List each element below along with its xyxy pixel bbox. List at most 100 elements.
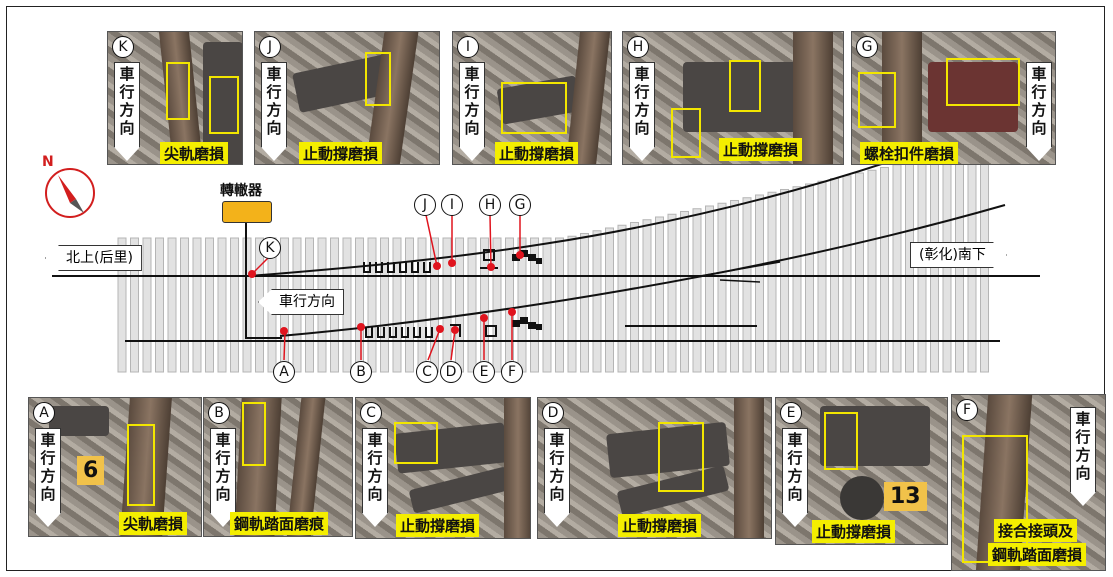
photo-a-letter: A — [33, 402, 55, 424]
sleeper — [805, 183, 814, 373]
sleeper — [730, 199, 739, 373]
photo-h-letter: H — [627, 36, 649, 58]
sleeper — [642, 219, 652, 373]
sleeper — [780, 188, 789, 373]
photo-k-direction: 車行方向 — [114, 62, 140, 161]
switch-machine-box — [222, 201, 272, 223]
photo-k-letter: K — [112, 36, 134, 58]
photo-a-caption: 尖軌磨損 — [119, 512, 188, 535]
photo-k: K 車行方向 尖軌磨損 — [107, 31, 243, 165]
sleeper — [355, 237, 364, 373]
sleeper — [492, 237, 502, 373]
sleeper — [342, 237, 352, 373]
sleeper — [367, 237, 377, 373]
point-label-j: J — [414, 194, 436, 216]
sleeper — [680, 210, 689, 373]
marker-leaders — [251, 214, 521, 361]
photo-b: B 車行方向 鋼軌踏面磨痕 — [203, 397, 353, 537]
frog-line — [699, 261, 781, 283]
sleeper — [605, 227, 614, 373]
photo-d-letter: D — [542, 402, 564, 424]
photo-e-number: 13 — [884, 482, 927, 511]
photo-j-direction: 車行方向 — [261, 62, 287, 161]
sleeper — [792, 186, 802, 373]
sleeper — [117, 237, 127, 373]
point-label-b: B — [350, 361, 372, 383]
point-label-f: F — [501, 361, 523, 383]
photo-h-caption: 止動撐磨損 — [719, 138, 803, 161]
sleeper — [567, 235, 577, 373]
sleeper — [667, 213, 677, 373]
sleeper — [580, 232, 589, 373]
photo-a-number: 6 — [77, 456, 105, 485]
bolt-blocks — [512, 250, 542, 330]
photo-i-letter: I — [457, 36, 479, 58]
photo-c-direction: 車行方向 — [362, 428, 388, 527]
sleeper — [717, 202, 727, 373]
point-label-i: I — [441, 194, 463, 216]
photo-f-caption-line2: 鋼軌踏面磨損 — [988, 543, 1087, 566]
sleeper — [880, 166, 889, 373]
sleeper — [867, 169, 877, 373]
switch-rod — [245, 222, 282, 339]
photo-d-direction: 車行方向 — [544, 428, 570, 527]
photo-e-letter: E — [780, 402, 802, 424]
photo-g-caption: 螺栓扣件磨損 — [860, 142, 959, 164]
photo-j-letter: J — [259, 36, 281, 58]
sleeper — [555, 237, 564, 373]
photo-j-caption: 止動撐磨損 — [299, 142, 383, 164]
sleeper — [592, 230, 602, 373]
north-label: N — [42, 154, 54, 170]
sleeper — [455, 237, 464, 373]
sleeper — [842, 175, 852, 373]
sleeper — [180, 237, 189, 373]
photo-e-direction: 車行方向 — [782, 428, 808, 527]
sleeper — [705, 205, 714, 373]
photo-g: G 車行方向 螺栓扣件磨損 — [851, 31, 1056, 165]
travel-direction-label: 車行方向 — [258, 289, 344, 315]
point-label-k: K — [259, 237, 281, 259]
photo-d: D 車行方向 止動撐磨損 — [537, 397, 772, 539]
sleeper — [192, 237, 202, 373]
photo-h-direction: 車行方向 — [629, 62, 655, 161]
sleeper — [405, 237, 414, 373]
photo-f: F 車行方向 接合接頭及 鋼軌踏面磨損 — [951, 394, 1106, 571]
sleeper — [205, 237, 214, 373]
point-label-c: C — [416, 361, 438, 383]
photo-c: C 車行方向 止動撐磨損 — [355, 397, 531, 539]
photo-e-caption: 止動撐磨損 — [812, 520, 896, 543]
photo-i: I 車行方向 止動撐磨損 — [452, 31, 612, 165]
photo-g-direction: 車行方向 — [1026, 62, 1052, 161]
switch-machine-label: 轉轍器 — [220, 183, 262, 199]
marker-dots — [248, 251, 524, 335]
photo-b-caption: 鋼軌踏面磨痕 — [230, 512, 329, 535]
photo-k-caption: 尖軌磨損 — [160, 142, 229, 164]
sleeper — [630, 221, 639, 373]
diverging-rail-upper — [249, 157, 901, 277]
diverging-rail-lower — [279, 204, 1006, 337]
photo-c-caption: 止動撐磨損 — [396, 514, 480, 537]
photo-f-letter: F — [956, 399, 978, 421]
figure-frame — [6, 6, 1105, 571]
photo-a: A 車行方向 6 尖軌磨損 — [28, 397, 202, 537]
sleeper — [155, 237, 164, 373]
stretcher-lower — [365, 324, 497, 338]
photo-i-caption: 止動撐磨損 — [495, 142, 579, 164]
photo-g-letter: G — [856, 36, 878, 58]
photo-b-direction: 車行方向 — [210, 428, 236, 527]
point-label-a: A — [273, 361, 295, 383]
sleeper — [755, 194, 764, 373]
sleeper — [855, 172, 864, 373]
sleeper — [767, 191, 777, 373]
photo-c-letter: C — [360, 402, 382, 424]
sleeper — [230, 237, 239, 373]
compass-icon — [45, 168, 95, 218]
sleeper — [167, 237, 177, 373]
sleeper — [655, 216, 664, 373]
photo-f-direction: 車行方向 — [1070, 407, 1096, 506]
point-label-e: E — [473, 361, 495, 383]
sleeper — [130, 237, 139, 373]
direction-north-label: 北上(后里) — [45, 245, 142, 271]
sleeper — [742, 197, 752, 373]
